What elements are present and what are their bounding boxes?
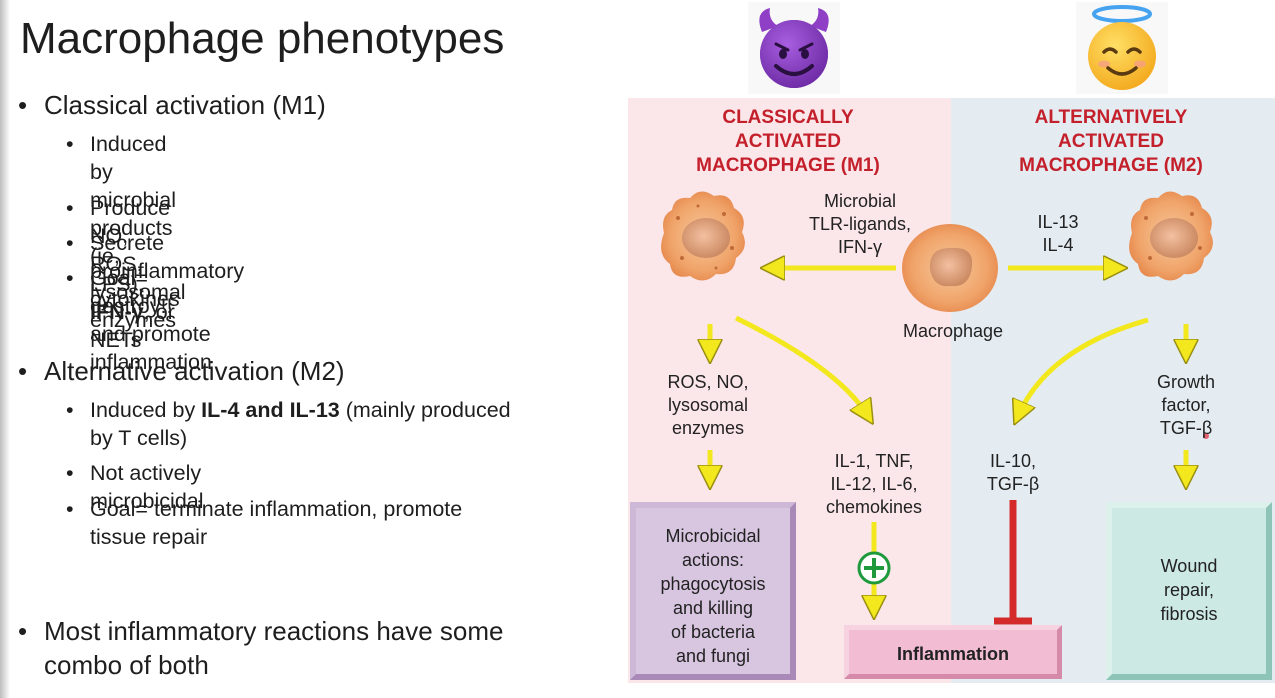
m1-macrophage-cell	[661, 191, 745, 281]
slide-title: Macrophage phenotypes	[20, 14, 505, 63]
plus-icon	[857, 551, 891, 585]
m2-heading: Alternative activation (M2)	[44, 356, 345, 386]
m2-cytokines-label: IL-10, TGF-β	[986, 451, 1040, 494]
activation-arrows	[710, 268, 1186, 610]
m1-stimuli-label: Microbial TLR-ligands, IFN-γ	[808, 191, 912, 257]
inhibition-arrow	[994, 500, 1032, 625]
m1-header: CLASSICALLY ACTIVATED MACROPHAGE (M1)	[696, 107, 880, 176]
wound-repair-box: Wound repair, fibrosis	[1106, 502, 1272, 680]
macrophage-label: Macrophage	[902, 321, 1004, 341]
microbicidal-actions-box: Microbicidal actions: phagocytosis and k…	[630, 502, 796, 680]
slide-edge-shadow	[0, 0, 10, 698]
m1-heading: Classical activation (M1)	[44, 90, 326, 120]
m2-growth-label: Growth factor, TGF-β	[1156, 372, 1216, 438]
angel-face-icon	[1076, 2, 1168, 94]
m2-macrophage-cell	[1129, 191, 1213, 281]
summary-line-2: combo of both	[44, 650, 209, 680]
diagram-arrows	[661, 191, 1213, 625]
summary-line-1: Most inflammatory reactions have some	[44, 616, 504, 646]
center-macrophage-cell	[902, 224, 998, 312]
m1-cytokines-label: IL-1, TNF, IL-12, IL-6, chemokines	[825, 451, 923, 517]
m2-stimuli-label: IL-13 IL-4	[1037, 212, 1079, 255]
cursor-dot	[1203, 433, 1209, 439]
macrophage-activation-diagram: CLASSICALLY ACTIVATED MACROPHAGE (M1) AL…	[628, 98, 1275, 683]
m1-products-label: ROS, NO, lysosomal enzymes	[667, 372, 749, 438]
devil-face-icon	[748, 2, 840, 94]
inflammation-box: Inflammation	[844, 625, 1062, 679]
m2-header: ALTERNATIVELY ACTIVATED MACROPHAGE (M2)	[1019, 107, 1203, 176]
